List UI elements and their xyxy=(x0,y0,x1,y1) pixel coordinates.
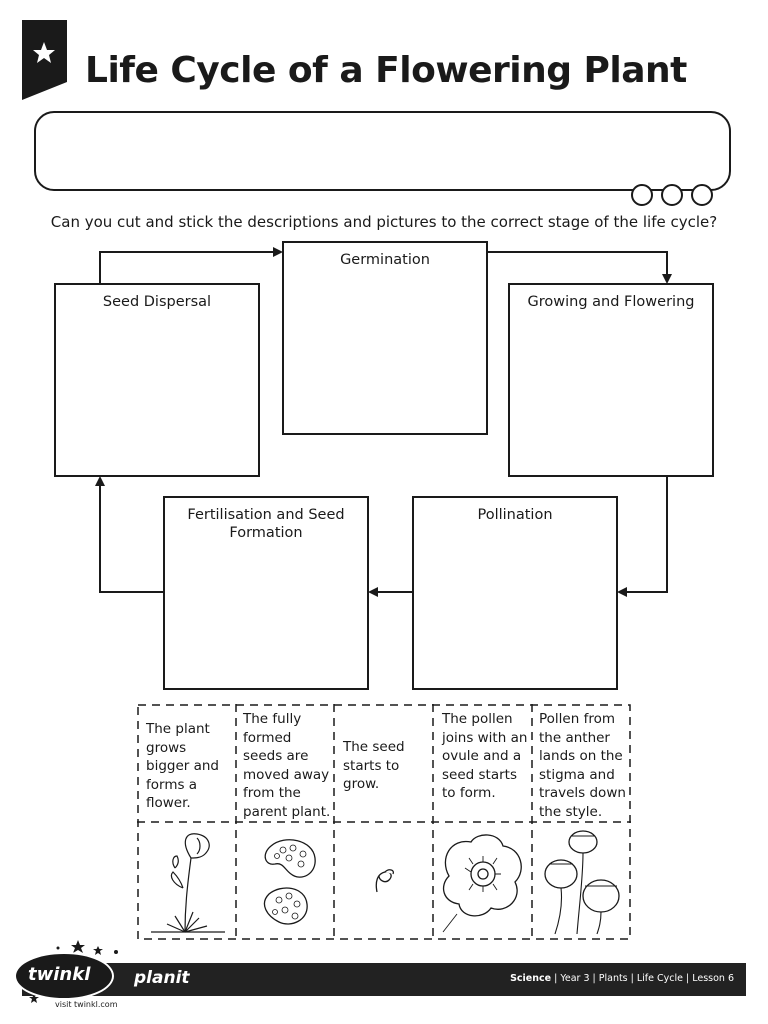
cut-out-text-1[interactable]: The plant grows bigger and forms a flowe… xyxy=(146,720,228,813)
stage-growing-flowering[interactable]: Growing and Flowering xyxy=(508,283,714,477)
poppy-plant-icon[interactable] xyxy=(145,828,229,936)
sprout-icon[interactable] xyxy=(367,866,397,896)
seeds-icon[interactable] xyxy=(261,834,325,930)
cut-out-text-2[interactable]: The fully formed seeds are moved away fr… xyxy=(243,710,331,821)
poppy-flower-icon[interactable] xyxy=(437,828,527,936)
visit-link[interactable]: visit twinkl.com xyxy=(55,1000,117,1009)
arrow-growing-to-pollination xyxy=(619,477,667,592)
cut-out-grid: The plant grows bigger and forms a flowe… xyxy=(137,704,631,940)
stage-germination-label: Germination xyxy=(340,252,430,268)
subject-label: Science xyxy=(510,973,551,984)
cut-out-text-4[interactable]: The pollen joins with an ovule and a see… xyxy=(442,710,528,803)
lesson-details: | Year 3 | Plants | Life Cycle | Lesson … xyxy=(551,973,734,984)
arrow-germination-to-growing xyxy=(488,252,667,282)
stage-seed-dispersal[interactable]: Seed Dispersal xyxy=(54,283,260,477)
planit-logo: planit xyxy=(134,968,190,988)
twinkl-logo-text: twinkl xyxy=(28,964,90,985)
seed-heads-icon[interactable] xyxy=(539,828,627,936)
arrow-dispersal-to-germination xyxy=(100,252,281,284)
cut-out-text-5[interactable]: Pollen from the anther lands on the stig… xyxy=(539,710,629,821)
footer-bar: planit Science | Year 3 | Plants | Life … xyxy=(22,963,746,996)
stage-pollination[interactable]: Pollination xyxy=(412,496,618,690)
stage-pollination-label: Pollination xyxy=(477,507,552,523)
stage-germination[interactable]: Germination xyxy=(282,241,488,435)
stage-seed-dispersal-label: Seed Dispersal xyxy=(103,294,211,310)
stage-growing-flowering-label: Growing and Flowering xyxy=(528,294,695,310)
lesson-info: Science | Year 3 | Plants | Life Cycle |… xyxy=(510,973,734,984)
arrow-fertilisation-to-dispersal xyxy=(100,478,163,592)
stage-fertilisation[interactable]: Fertilisation and Seed Formation xyxy=(163,496,369,690)
cut-out-text-3[interactable]: The seed starts to grow. xyxy=(343,738,423,794)
stage-fertilisation-label: Fertilisation and Seed Formation xyxy=(187,507,344,541)
